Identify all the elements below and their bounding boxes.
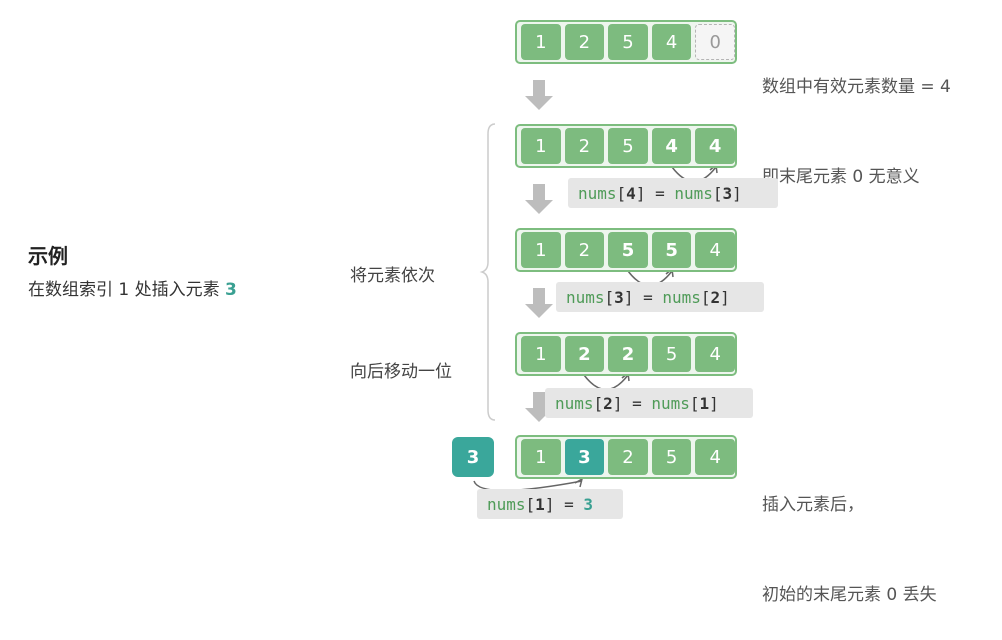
array-cell-target: 5 — [651, 232, 692, 268]
bottom-note-line1: 插入元素后， — [762, 495, 864, 515]
array-cell: 4 — [695, 439, 735, 475]
example-title: 示例 — [28, 244, 68, 268]
group-brace — [479, 123, 496, 421]
down-arrow-icon — [525, 184, 553, 214]
array-cell-source: 5 — [608, 232, 648, 268]
middle-note: 将元素依次 向后移动一位 — [350, 196, 452, 420]
array-cell: 2 — [564, 232, 605, 268]
array-cell: 1 — [521, 336, 561, 372]
array-cell: 2 — [564, 24, 605, 60]
brace-and-curves — [473, 123, 718, 492]
array-cell-source: 2 — [564, 336, 605, 372]
top-note: 数组中有效元素数量 = 4 即末尾元素 0 无意义 — [762, 12, 951, 222]
top-note-line1: 数组中有效元素数量 = 4 — [762, 77, 951, 97]
code-step1: nums[4] = nums[3] — [568, 178, 778, 208]
array-cell-empty: 0 — [695, 24, 735, 60]
insert-arrow-head — [574, 477, 584, 488]
insert-value-box: 3 — [452, 437, 494, 477]
example-description-text: 在数组索引 1 处插入元素 — [28, 280, 226, 300]
array-cell: 1 — [521, 232, 561, 268]
array-row-step2: 1 2 5 5 4 — [515, 228, 737, 272]
code-step3: nums[2] = nums[1] — [545, 388, 753, 418]
array-cell: 5 — [651, 336, 692, 372]
array-row-step1: 1 2 5 4 4 — [515, 124, 737, 168]
array-cell: 1 — [521, 439, 561, 475]
array-cell: 5 — [608, 128, 648, 164]
insert-value-label: 3 — [225, 280, 237, 300]
array-row-final: 1 3 2 5 4 — [515, 435, 737, 479]
array-cell: 1 — [521, 128, 561, 164]
array-cell-target: 2 — [608, 336, 648, 372]
bottom-note-line2: 初始的末尾元素 0 丢失 — [762, 585, 937, 605]
middle-note-line2: 向后移动一位 — [350, 362, 452, 382]
example-description: 在数组索引 1 处插入元素 3 — [28, 275, 237, 300]
array-cell: 2 — [564, 128, 605, 164]
array-cell: 5 — [608, 24, 648, 60]
array-cell: 1 — [521, 24, 561, 60]
array-row-initial: 1 2 5 4 0 — [515, 20, 737, 64]
array-cell: 4 — [695, 232, 735, 268]
array-row-step3: 1 2 2 5 4 — [515, 332, 737, 376]
array-cell: 2 — [608, 439, 648, 475]
code-insert: nums[1] = 3 — [477, 489, 623, 519]
down-arrow-icon — [525, 80, 553, 110]
array-cell: 4 — [695, 336, 735, 372]
array-cell: 5 — [651, 439, 692, 475]
array-cell: 4 — [651, 24, 692, 60]
top-note-line2: 即末尾元素 0 无意义 — [762, 167, 920, 187]
middle-note-line1: 将元素依次 — [350, 266, 435, 286]
code-step2: nums[3] = nums[2] — [556, 282, 764, 312]
array-cell-source: 4 — [651, 128, 692, 164]
down-arrow-icon — [525, 288, 553, 318]
array-cell-inserted: 3 — [564, 439, 605, 475]
array-cell-target: 4 — [695, 128, 735, 164]
